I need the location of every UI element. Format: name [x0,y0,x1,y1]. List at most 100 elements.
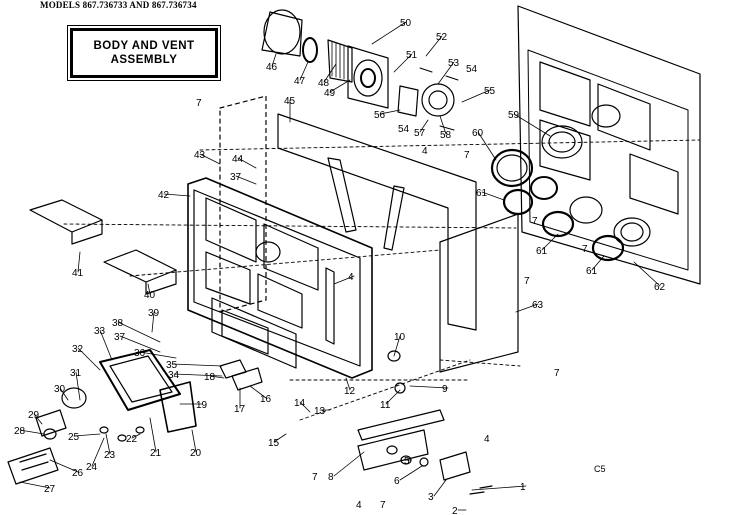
leader-15 [273,433,287,443]
callout-23: 23 [104,450,116,461]
leader-27 [19,481,51,489]
callout-59: 59 [508,110,520,121]
callout-28: 28 [14,426,26,437]
leader-lines [19,21,661,511]
callout-29: 29 [28,410,40,421]
back-panel [517,5,701,285]
callout-22: 22 [126,434,138,445]
callout-41: 41 [72,268,84,279]
callout-19: 19 [196,400,208,411]
callout-27: 27 [44,484,56,495]
callout-10: 10 [394,332,406,343]
callout-26: 26 [72,468,84,479]
leader-61c [591,255,605,271]
callout-52: 52 [436,32,448,43]
callout-8: 8 [328,472,334,483]
callout-61a: 61 [476,188,488,199]
callout-7h: 7 [582,244,588,255]
callout-39: 39 [148,308,160,319]
callout-47: 47 [294,76,306,87]
leader-25 [73,433,101,437]
callout-53: 53 [448,58,460,69]
leader-6 [399,465,423,481]
leader-40 [147,283,151,295]
leader-62 [633,261,661,287]
title-box: BODY AND VENT ASSEMBLY [67,25,221,81]
callout-48: 48 [318,78,330,89]
leader-37a [235,175,257,185]
leader-9 [409,385,449,389]
callout-56: 56 [374,110,386,121]
callout-35: 35 [166,360,178,371]
leader-61a [481,191,505,201]
leader-3 [433,479,447,497]
callout-6: 6 [394,476,400,487]
callout-4a: 4 [422,146,428,157]
callout-43: 43 [194,150,206,161]
callout-61c: 61 [586,266,598,277]
leader-46 [271,53,277,67]
leader-42 [163,193,191,197]
callout-42: 42 [158,190,170,201]
leader-12 [345,377,351,391]
leader-11 [385,389,401,405]
leader-33 [99,329,113,361]
callout-33: 33 [94,326,106,337]
callout-50: 50 [400,18,412,29]
assembly-lines [63,139,701,421]
leader-51 [393,53,413,73]
leader-53 [437,61,455,85]
callout-30: 30 [54,384,66,395]
trays [29,199,177,295]
callout-4c: 4 [484,434,490,445]
callout-4d: 4 [356,500,362,511]
leader-58 [439,115,447,135]
callout-40: 40 [144,290,156,301]
leader-30 [59,387,69,401]
leader-34 [173,373,223,377]
leader-32 [77,347,101,371]
callout-51: 51 [406,50,418,61]
callout-60: 60 [472,128,484,139]
callout-13: 13 [314,406,326,417]
leader-39 [151,311,155,333]
leader-16 [249,385,267,399]
leader-56 [379,109,401,115]
leader-18 [209,375,225,379]
leader-59 [513,113,551,137]
callout-61b: 61 [536,246,548,257]
leader-41 [77,251,81,273]
callout-7d: 7 [524,276,530,287]
callout-55: 55 [484,86,496,97]
leader-37b [119,335,161,353]
callout-7b: 7 [464,150,470,161]
leader-31 [75,371,81,401]
callout-62: 62 [654,282,666,293]
callout-46: 46 [266,62,278,73]
callout-44: 44 [232,154,244,165]
leader-38 [117,321,161,343]
leader-21 [149,417,157,453]
callout-9: 9 [442,384,448,395]
leader-14 [299,401,311,413]
callout-45: 45 [284,96,296,107]
control-panel [7,349,197,485]
leader-20 [191,429,197,453]
callout-21: 21 [150,448,162,459]
callout-12: 12 [344,386,356,397]
leader-24 [91,437,105,467]
leader-61b [541,233,559,251]
callout-20: 20 [190,448,202,459]
title-line-2: ASSEMBLY [110,54,178,66]
leader-63 [515,303,539,313]
leader-22 [131,433,141,439]
leader-36 [139,351,177,359]
leader-55 [461,89,491,103]
callout-63: 63 [532,300,544,311]
callout-15: 15 [268,438,280,449]
callout-31: 31 [70,368,82,379]
leader-26 [49,459,79,473]
callout-4b: 4 [348,272,354,283]
leader-48 [323,63,337,83]
